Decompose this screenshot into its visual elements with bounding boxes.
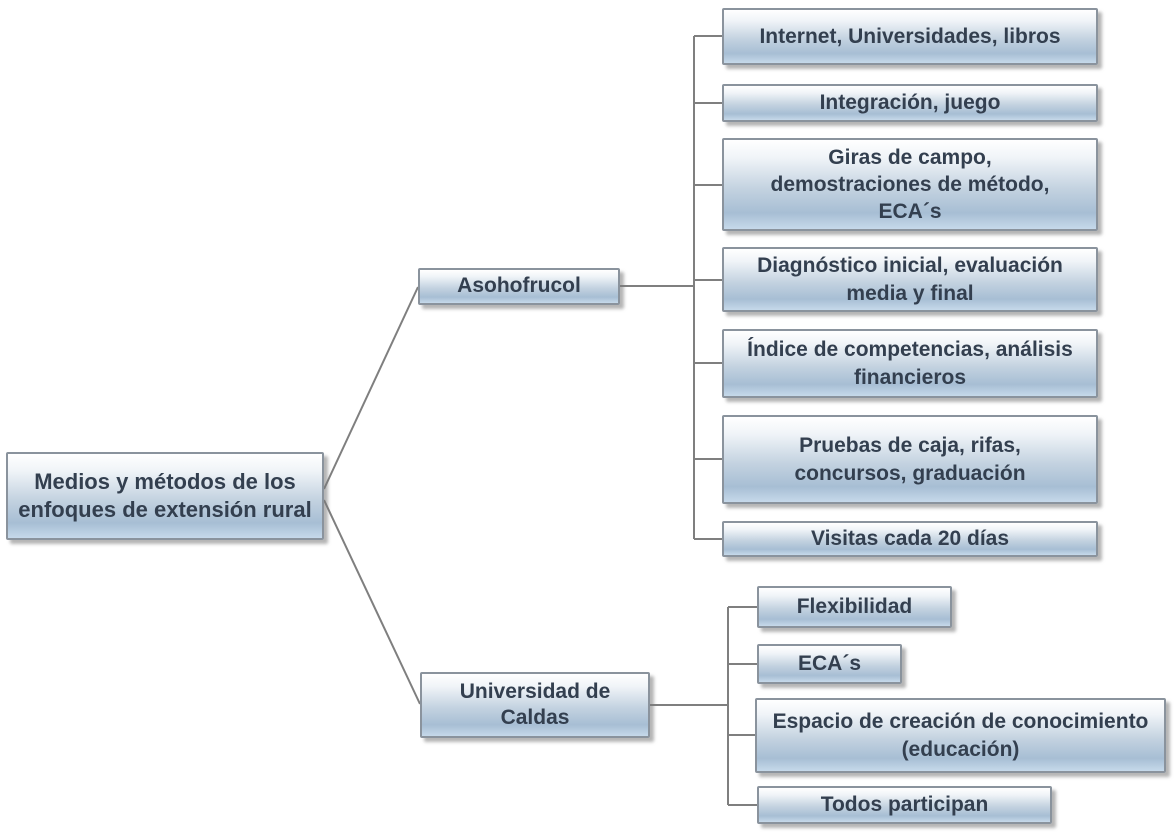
leaf-label: Espacio de creación de conocimiento (edu… [772,710,1149,761]
node-espacio-de-creacion: Espacio de creación de conocimiento (edu… [755,698,1166,773]
node-asohofrucol-label: Asohofrucol [457,274,581,298]
node-internet-universidades-libros: Internet, Universidades, libros [722,8,1098,65]
leaf-label: Visitas cada 20 días [810,527,1010,551]
leaf-label: Índice de competencias, análisis financi… [747,338,1073,389]
node-flexibilidad: Flexibilidad [757,586,952,628]
leaf-label: Todos participan [820,793,989,817]
leaf-label: Giras de campo, demostraciones de método… [770,145,1050,224]
node-visitas-cada-20-dias: Visitas cada 20 días [722,521,1098,557]
node-todos-participan: Todos participan [757,786,1052,824]
node-giras-de-campo: Giras de campo, demostraciones de método… [722,138,1098,231]
leaf-label: Diagnóstico inicial, evaluación media y … [757,254,1063,305]
leaf-label: Internet, Universidades, libros [759,24,1061,48]
connector-root-asohofrucol [323,286,419,490]
node-indice-de-competencias: Índice de competencias, análisis financi… [722,329,1098,398]
node-asohofrucol: Asohofrucol [418,268,620,305]
node-ecas: ECA´s [757,644,902,684]
leaf-label: ECA´s [797,652,861,676]
leaf-label: Integración, juego [819,91,1001,115]
leaf-label: Flexibilidad [796,595,913,619]
node-root: Medios y métodos de los enfoques de exte… [6,452,324,540]
node-pruebas-de-caja: Pruebas de caja, rifas, concursos, gradu… [722,415,1098,504]
node-universidad-de-caldas: Universidad de Caldas [420,672,650,738]
node-diagnostico-inicial: Diagnóstico inicial, evaluación media y … [722,247,1098,312]
node-integracion-juego: Integración, juego [722,84,1098,122]
connector-root-universidad [323,499,421,705]
node-universidad-de-caldas-label: Universidad de Caldas [459,679,611,729]
leaf-label: Pruebas de caja, rifas, concursos, gradu… [794,434,1026,485]
node-root-label: Medios y métodos de los enfoques de exte… [18,469,312,522]
